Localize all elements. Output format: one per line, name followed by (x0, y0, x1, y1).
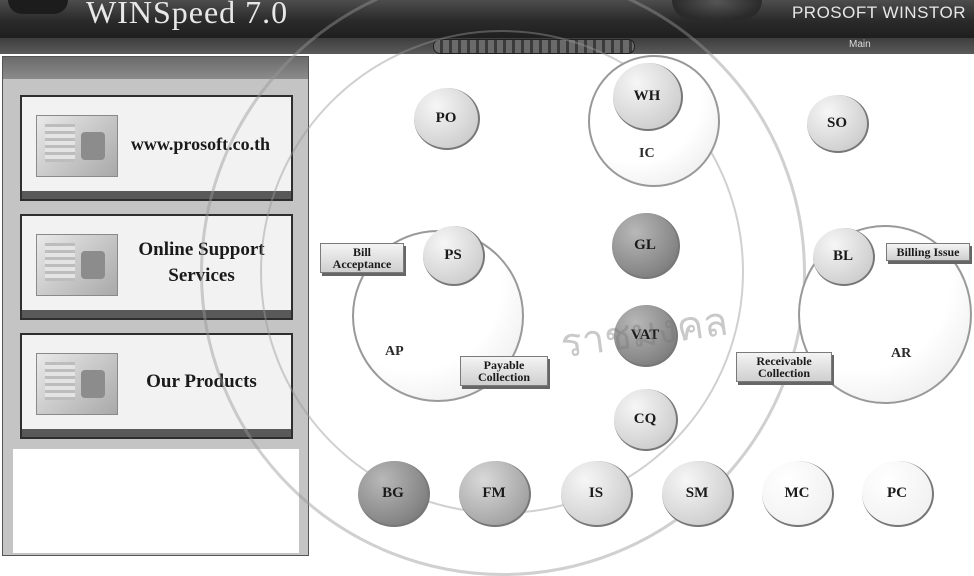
doc-payable-collection[interactable]: Payable Collection (460, 356, 548, 386)
module-ar[interactable]: AR (891, 346, 912, 361)
module-sm[interactable]: SM (662, 461, 734, 527)
module-fm[interactable]: FM (459, 461, 531, 527)
module-cq[interactable]: CQ (614, 389, 678, 451)
doc-receivable-collection[interactable]: Receivable Collection (736, 352, 832, 382)
logo-icon (8, 0, 68, 14)
module-ap[interactable]: AP (385, 344, 404, 359)
online-support-label: Online Support Services (138, 239, 265, 286)
module-vat[interactable]: VAT (614, 305, 678, 367)
support-agent-icon (36, 234, 118, 296)
module-gl[interactable]: GL (612, 213, 680, 279)
website-link-label: www.prosoft.co.th (130, 134, 271, 154)
module-pc[interactable]: PC (862, 461, 934, 527)
module-is[interactable]: IS (561, 461, 633, 527)
online-support-link[interactable]: Online Support Services (20, 214, 293, 320)
doc-bill-acceptance[interactable]: Bill Acceptance (320, 243, 404, 273)
app-title: WINSpeed 7.0 (86, 0, 289, 30)
menu-bar: Main (0, 38, 974, 54)
app-header: WINSpeed 7.0 PROSOFT WINSTOR (0, 0, 974, 38)
module-wh[interactable]: WH (613, 63, 683, 131)
sidebar-header (3, 57, 308, 79)
doc-billing-issue[interactable]: Billing Issue (886, 243, 970, 261)
our-products-label: Our Products (146, 371, 257, 392)
brand-name: PROSOFT WINSTOR (791, 3, 966, 22)
our-products-link[interactable]: Our Products (20, 333, 293, 439)
module-ic[interactable]: IC (639, 146, 655, 161)
module-bl[interactable]: BL (813, 228, 875, 286)
emblem-icon (672, 0, 762, 20)
website-thumbnail-icon (36, 115, 118, 177)
ornament-icon (433, 39, 635, 54)
module-bg[interactable]: BG (358, 461, 430, 527)
menu-main-link[interactable]: Main (849, 39, 871, 50)
module-po[interactable]: PO (414, 88, 480, 150)
website-link[interactable]: www.prosoft.co.th (20, 95, 293, 201)
module-mc[interactable]: MC (762, 461, 834, 527)
sidebar-empty-area (13, 449, 299, 553)
products-thumbnail-icon (36, 353, 118, 415)
module-so[interactable]: SO (807, 95, 869, 153)
module-ps[interactable]: PS (423, 226, 485, 286)
